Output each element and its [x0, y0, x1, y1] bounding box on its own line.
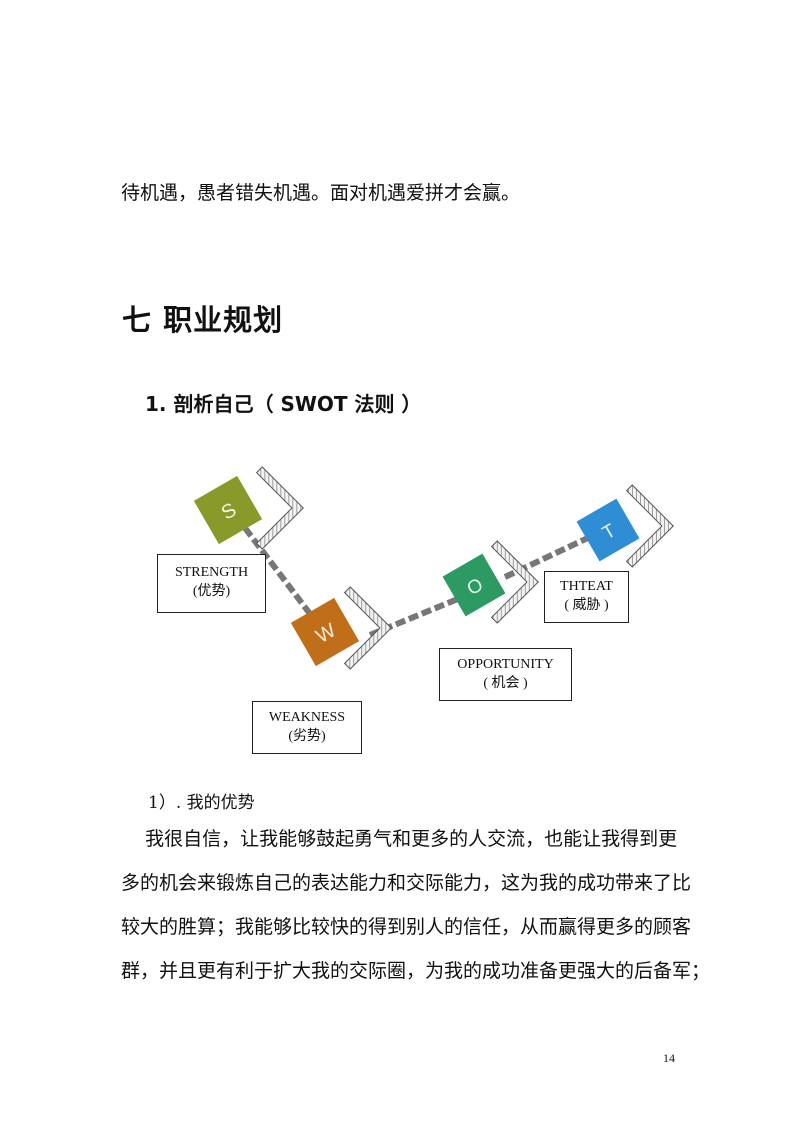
strength-label-cn: (优势): [192, 584, 231, 599]
top-text-line: 待机遇，愚者错失机遇。面对机遇爱拼才会赢。: [121, 182, 521, 204]
opportunity-label-en: OPPORTUNITY: [457, 657, 554, 672]
section-title: 七 职业规划: [122, 303, 284, 337]
s-bracket: [255, 466, 304, 550]
page-number: 14: [663, 1051, 675, 1065]
subsection-title: 1. 剖析自己（ SWOT 法则 ）: [145, 392, 422, 416]
strength-label-box: STRENGTH (优势): [157, 554, 266, 613]
o-bracket: [490, 540, 539, 624]
t-block: T: [576, 484, 674, 568]
t-square: [576, 498, 640, 562]
o-block: O: [442, 540, 539, 624]
paragraph-line: 较大的胜算；我能够比较快的得到别人的信任，从而赢得更多的顾客: [121, 916, 692, 938]
paragraph-line: 我很自信，让我能够鼓起勇气和更多的人交流，也能让我得到更: [121, 828, 678, 850]
paragraph-line: 多的机会来锻炼自己的表达能力和交际能力，这为我的成功带来了比: [121, 872, 692, 894]
strength-paragraph: 我很自信，让我能够鼓起勇气和更多的人交流，也能让我得到更 多的机会来锻炼自己的表…: [121, 817, 711, 993]
w-square: [290, 597, 360, 667]
paragraph-line: 群，并且更有利于扩大我的交际圈，为我的成功准备更强大的后备军；: [121, 960, 711, 982]
threat-label-box: THTEAT ( 威胁 ): [544, 571, 629, 623]
w-block: W: [290, 586, 392, 670]
weakness-label-en: WEAKNESS: [268, 710, 346, 725]
threat-label-en: THTEAT: [560, 579, 613, 594]
connector-lines: [242, 526, 594, 638]
s-square: [193, 475, 263, 545]
threat-label-cn: ( 威胁 ): [564, 598, 609, 613]
s-block: S: [193, 466, 304, 550]
weakness-label-cn: (劣势): [288, 729, 326, 744]
w-bracket: [343, 586, 392, 670]
opportunity-label-box: OPPORTUNITY ( 机会 ): [439, 648, 572, 701]
strength-label-en: STRENGTH: [174, 565, 249, 580]
o-square: [442, 553, 506, 617]
weakness-label-box: WEAKNESS (劣势): [252, 701, 362, 754]
item-heading: 1）. 我的优势: [148, 793, 255, 813]
opportunity-label-cn: ( 机会 ): [483, 676, 528, 691]
t-bracket: [625, 484, 674, 568]
